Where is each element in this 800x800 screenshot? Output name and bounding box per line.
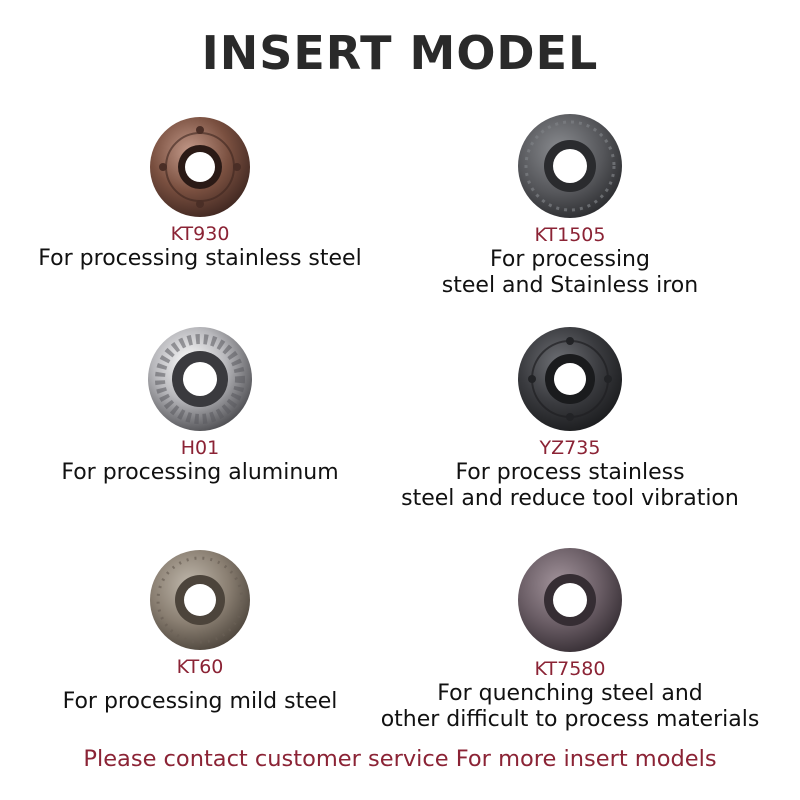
insert-card-kt930: KT930 For processing stainless steel <box>0 115 400 271</box>
insert-description-line: steel and Stainless iron <box>441 273 699 298</box>
insert-model: KT1505 <box>534 224 606 246</box>
insert-description-line: other difficult to process materials <box>380 707 760 732</box>
insert-description-line: steel and reduce tool vibration <box>401 486 739 511</box>
page-title: INSERT MODEL <box>201 26 599 80</box>
insert-card-kt7580: KT7580 For quenching steel and other dif… <box>370 546 770 732</box>
insert-description-line: For processing mild steel <box>62 689 338 714</box>
insert-model: KT60 <box>176 656 224 678</box>
insert-card-kt1505: KT1505 For processing steel and Stainles… <box>370 112 770 298</box>
bronze-round-insert-icon <box>150 550 250 650</box>
insert-model: YZ735 <box>539 437 601 459</box>
gray-round-insert-icon <box>518 114 622 218</box>
black-round-insert-icon <box>518 327 622 431</box>
insert-card-kt60: KT60 For processing mild steel <box>0 548 400 714</box>
insert-model: KT930 <box>170 223 230 245</box>
insert-model: H01 <box>180 437 220 459</box>
insert-model: KT7580 <box>534 658 606 680</box>
insert-card-h01: H01 For processing aluminum <box>0 325 400 485</box>
insert-description-line: For processing stainless steel <box>38 246 362 271</box>
insert-card-yz735: YZ735 For process stainless steel and re… <box>370 325 770 511</box>
insert-description-line: For quenching steel and <box>437 681 703 706</box>
copper-round-insert-icon <box>150 117 250 217</box>
contact-footer: Please contact customer service For more… <box>83 746 717 772</box>
insert-description-line: For processing <box>490 247 650 272</box>
violet-gray-round-insert-icon <box>518 548 622 652</box>
insert-description-line: For processing aluminum <box>61 460 339 485</box>
insert-description-line: For process stainless <box>455 460 685 485</box>
chrome-round-insert-icon <box>148 327 252 431</box>
